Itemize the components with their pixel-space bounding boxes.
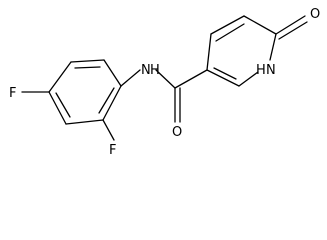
atom-label-n-amide: N xyxy=(141,63,151,78)
bond-ring2-f-inner xyxy=(213,67,237,80)
structure-diagram: N H O H N O F F xyxy=(9,7,320,156)
bond-ring2-f xyxy=(206,69,240,87)
atom-label-n-ring: N xyxy=(266,63,276,78)
bond-ring1-b xyxy=(70,59,105,63)
bond-ring-c-o-a xyxy=(275,15,306,35)
bond-ring1-f-inner xyxy=(98,87,115,114)
atom-label-o-carbonyl: O xyxy=(172,125,182,140)
bond-ring1-d xyxy=(48,91,67,125)
atom-label-o-ring: O xyxy=(310,7,320,22)
bonds xyxy=(21,15,308,141)
bond-ring2-b xyxy=(210,15,245,35)
bond-ring2-c xyxy=(243,15,277,35)
bond-ring1-f xyxy=(102,85,122,121)
atom-label-f-lower: F xyxy=(109,143,116,156)
bond-ring1-c xyxy=(48,61,72,93)
bond-carbonyl-ring2 xyxy=(174,69,208,89)
atom-label-h-amide: H xyxy=(150,63,160,78)
bond-ring2-d xyxy=(269,33,277,61)
bond-ring2-e xyxy=(238,71,259,87)
bond-ring1-a xyxy=(103,59,122,87)
bond-ring1-e xyxy=(65,119,104,125)
bond-ring2-a xyxy=(206,33,212,71)
atom-label-h-ring: H xyxy=(256,63,266,78)
bond-ring1-b-inner xyxy=(74,66,101,69)
atom-labels: N H O H N O F F xyxy=(9,7,320,156)
bond-n-c-carbonyl xyxy=(155,69,176,89)
bond-c-n-amide xyxy=(120,69,141,87)
atom-label-f-upper: F xyxy=(9,86,16,101)
bond-ring1-d-inner xyxy=(55,92,71,118)
bond-ring2-b-inner xyxy=(215,23,245,42)
bond-ring-c-o-b xyxy=(278,21,308,40)
bond-c-f-lower xyxy=(102,119,115,141)
